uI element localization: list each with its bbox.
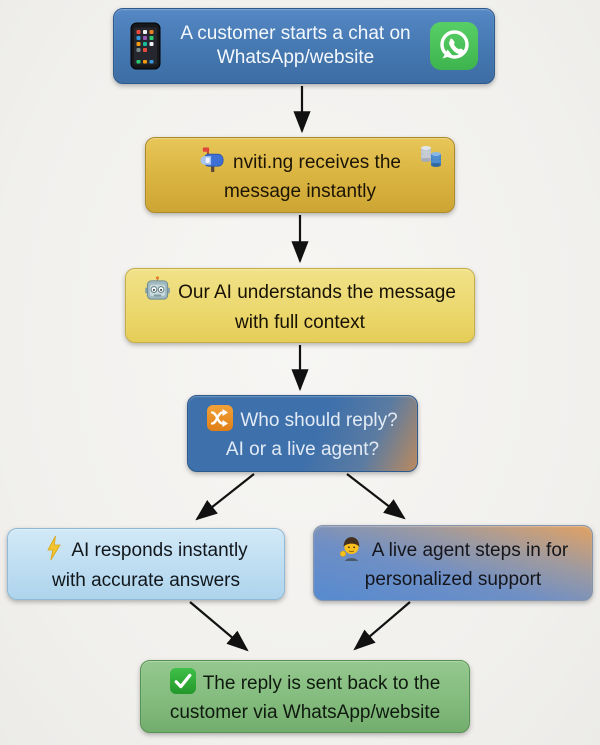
node-customer-chat-label: A customer starts a chat on WhatsApp/web… [180, 22, 411, 68]
smartphone-icon [130, 22, 161, 70]
mailbox-icon [199, 146, 226, 180]
node-live-agent-label: A live agent steps in for personalized s… [364, 539, 569, 590]
node-routing-decision-text: Who should reply? AI or a live agent? [203, 404, 403, 463]
node-ai-understands: Our AI understands the message with full… [125, 268, 475, 343]
arrow-decision-to-ai [195, 473, 255, 521]
node-platform-receives: nviti.ng receives the message instantly [145, 137, 455, 213]
node-reply-sent: The reply is sent back to the customer v… [140, 660, 470, 733]
robot-icon [144, 276, 171, 310]
agent-icon [338, 534, 365, 568]
arrow-agent-to-reply [353, 601, 411, 651]
database-icon [418, 144, 445, 169]
node-ai-responds-text: AI responds instantly with accurate answ… [26, 535, 266, 593]
node-platform-receives-text: nviti.ng receives the message instantly [169, 146, 431, 205]
node-live-agent-text: A live agent steps in for personalized s… [325, 534, 581, 593]
node-reply-sent-text: The reply is sent back to the customer v… [149, 667, 461, 726]
node-routing-decision: Who should reply? AI or a live agent? [187, 395, 418, 472]
node-ai-responds-label: AI responds instantly with accurate answ… [52, 540, 248, 591]
node-reply-sent-label: The reply is sent back to the customer v… [169, 672, 441, 723]
whatsapp-icon [430, 22, 478, 70]
node-live-agent: A live agent steps in for personalized s… [313, 525, 593, 601]
node-routing-decision-label: Who should reply? AI or a live agent? [225, 409, 398, 460]
node-customer-chat: A customer starts a chat on WhatsApp/web… [113, 8, 495, 84]
check-icon [169, 667, 196, 701]
node-ai-understands-label: Our AI understands the message with full… [178, 282, 456, 333]
node-ai-understands-text: Our AI understands the message with full… [132, 276, 468, 335]
shuffle-icon [207, 404, 234, 438]
arrow-ai-to-reply [189, 601, 249, 652]
arrow-decision-to-agent [346, 473, 406, 520]
node-ai-responds: AI responds instantly with accurate answ… [7, 528, 285, 600]
node-platform-receives-label: nviti.ng receives the message instantly [223, 151, 401, 202]
lightning-icon [44, 535, 64, 568]
